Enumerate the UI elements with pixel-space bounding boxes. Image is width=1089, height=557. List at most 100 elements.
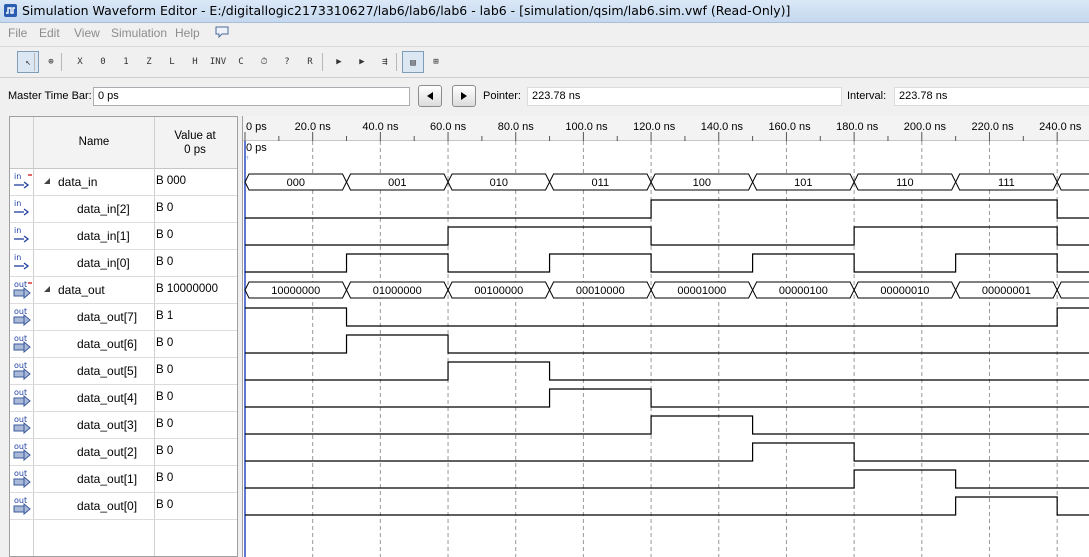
app-icon bbox=[4, 4, 17, 17]
bus-value-label: 101 bbox=[794, 177, 812, 189]
menu-simulation[interactable]: Simulation bbox=[111, 26, 168, 40]
prev-transition-button[interactable] bbox=[418, 85, 442, 107]
force-low-tool-icon[interactable]: 0 bbox=[100, 57, 106, 67]
signal-trace bbox=[245, 307, 1089, 327]
output-pin-icon: out bbox=[13, 307, 31, 327]
column-divider bbox=[33, 117, 34, 556]
node-value: B 0 bbox=[156, 364, 174, 376]
bus-value-label: 010 bbox=[490, 177, 508, 189]
node-value: B 0 bbox=[156, 229, 174, 241]
signal-trace bbox=[245, 334, 1089, 354]
expand-triangle-icon[interactable] bbox=[44, 178, 50, 184]
toolbar-separator bbox=[61, 53, 62, 71]
ruler-tick-label: 200.0 ns bbox=[903, 121, 946, 133]
bus-value-label: 10000000 bbox=[271, 285, 320, 297]
high-impedance-tool-icon[interactable]: Z bbox=[146, 57, 152, 67]
arbitrary-value-tool-icon[interactable]: ? bbox=[284, 57, 290, 67]
svg-text:in: in bbox=[14, 199, 21, 208]
column-divider bbox=[154, 117, 155, 556]
comment-icon[interactable] bbox=[214, 25, 230, 39]
node-list-header bbox=[10, 117, 237, 169]
invert-tool-icon[interactable]: INV bbox=[209, 57, 227, 67]
weak-high-tool-icon[interactable]: H bbox=[192, 57, 198, 67]
pointer-field: 223.78 ns bbox=[527, 87, 842, 106]
bus-value-label: 00010000 bbox=[576, 285, 625, 297]
node-name: data_out[7] bbox=[77, 310, 138, 324]
ruler-tick-label: 20.0 ns bbox=[294, 121, 331, 133]
svg-text:out: out bbox=[14, 307, 27, 316]
ruler-tick-label: 160.0 ns bbox=[768, 121, 811, 133]
run-timing-sim-tool-icon[interactable]: ▶ bbox=[359, 57, 365, 67]
node-name: data_out[1] bbox=[77, 472, 138, 486]
node-value: B 10000000 bbox=[156, 283, 219, 295]
name-column-header[interactable]: Name bbox=[78, 136, 110, 148]
signal-trace bbox=[245, 199, 1089, 219]
weak-low-tool-icon[interactable]: L bbox=[169, 57, 175, 67]
node-name: data_out[0] bbox=[77, 499, 138, 513]
unknown-tool-icon[interactable]: X bbox=[77, 57, 83, 67]
toolbar-separator bbox=[322, 53, 323, 71]
force-high-tool-icon[interactable]: 1 bbox=[123, 57, 129, 67]
svg-text:in: in bbox=[14, 226, 21, 235]
bus-value-label: 01000000 bbox=[373, 285, 422, 297]
bus-value-label: 110 bbox=[896, 177, 914, 189]
output-pin-icon: out bbox=[13, 388, 31, 408]
menu-help[interactable]: Help bbox=[175, 26, 200, 40]
zoom-tool-icon[interactable]: ⊕ bbox=[48, 57, 54, 67]
svg-text:out: out bbox=[14, 334, 27, 343]
menu-edit[interactable]: Edit bbox=[39, 26, 60, 40]
node-value: B 0 bbox=[156, 445, 174, 457]
clock-tool-icon[interactable]: ⏱ bbox=[260, 57, 268, 67]
menu-view[interactable]: View bbox=[74, 26, 100, 40]
menu-file[interactable]: File bbox=[8, 26, 28, 40]
count-value-tool-icon[interactable]: C bbox=[238, 57, 244, 67]
node-value: B 0 bbox=[156, 418, 174, 430]
toolbar-separator bbox=[396, 53, 397, 71]
interval-label: Interval: bbox=[847, 90, 887, 102]
value-column-header[interactable]: Value at bbox=[174, 130, 216, 142]
signal-trace bbox=[245, 469, 1089, 489]
next-transition-button[interactable] bbox=[452, 85, 476, 107]
bus-value-label: 000 bbox=[287, 177, 305, 189]
node-value: B 0 bbox=[156, 391, 174, 403]
bus-value-label: 00001000 bbox=[677, 285, 726, 297]
run-functional-sim-tool-icon[interactable]: ▶ bbox=[336, 57, 342, 67]
netlist-viewer-tool-icon[interactable]: ⇶ bbox=[382, 57, 388, 67]
waveform-view-tool-icon[interactable]: ▤ bbox=[402, 51, 424, 73]
expand-triangle-icon[interactable] bbox=[44, 286, 50, 292]
toolbar: ↖ ⊕ X 0 1 Z L H INV C ⏱? R ▶ ▶ ⇶ ▤ ⊞ bbox=[0, 46, 1089, 78]
bus-value-label: 00000100 bbox=[779, 285, 828, 297]
pointer-label: Pointer: bbox=[483, 90, 521, 102]
random-value-tool-icon[interactable]: R bbox=[307, 57, 313, 67]
ruler-tick-label: 140.0 ns bbox=[700, 121, 743, 133]
triangle-right-icon bbox=[461, 92, 467, 100]
signal-trace bbox=[245, 496, 1089, 516]
selection-tool-icon[interactable]: ↖ bbox=[17, 51, 39, 73]
output-pin-icon: out bbox=[13, 334, 31, 354]
grid-snap-tool-icon[interactable]: ⊞ bbox=[433, 57, 439, 67]
ruler-tick-label: 100.0 ns bbox=[565, 121, 608, 133]
title-bar: Simulation Waveform Editor - E:/digitall… bbox=[0, 0, 1089, 23]
node-name: data_out[3] bbox=[77, 418, 138, 432]
signal-trace bbox=[245, 442, 1089, 462]
node-name: data_out[5] bbox=[77, 364, 138, 378]
bus-value-label: 001 bbox=[388, 177, 406, 189]
master-time-field[interactable]: 0 ps bbox=[93, 87, 410, 106]
